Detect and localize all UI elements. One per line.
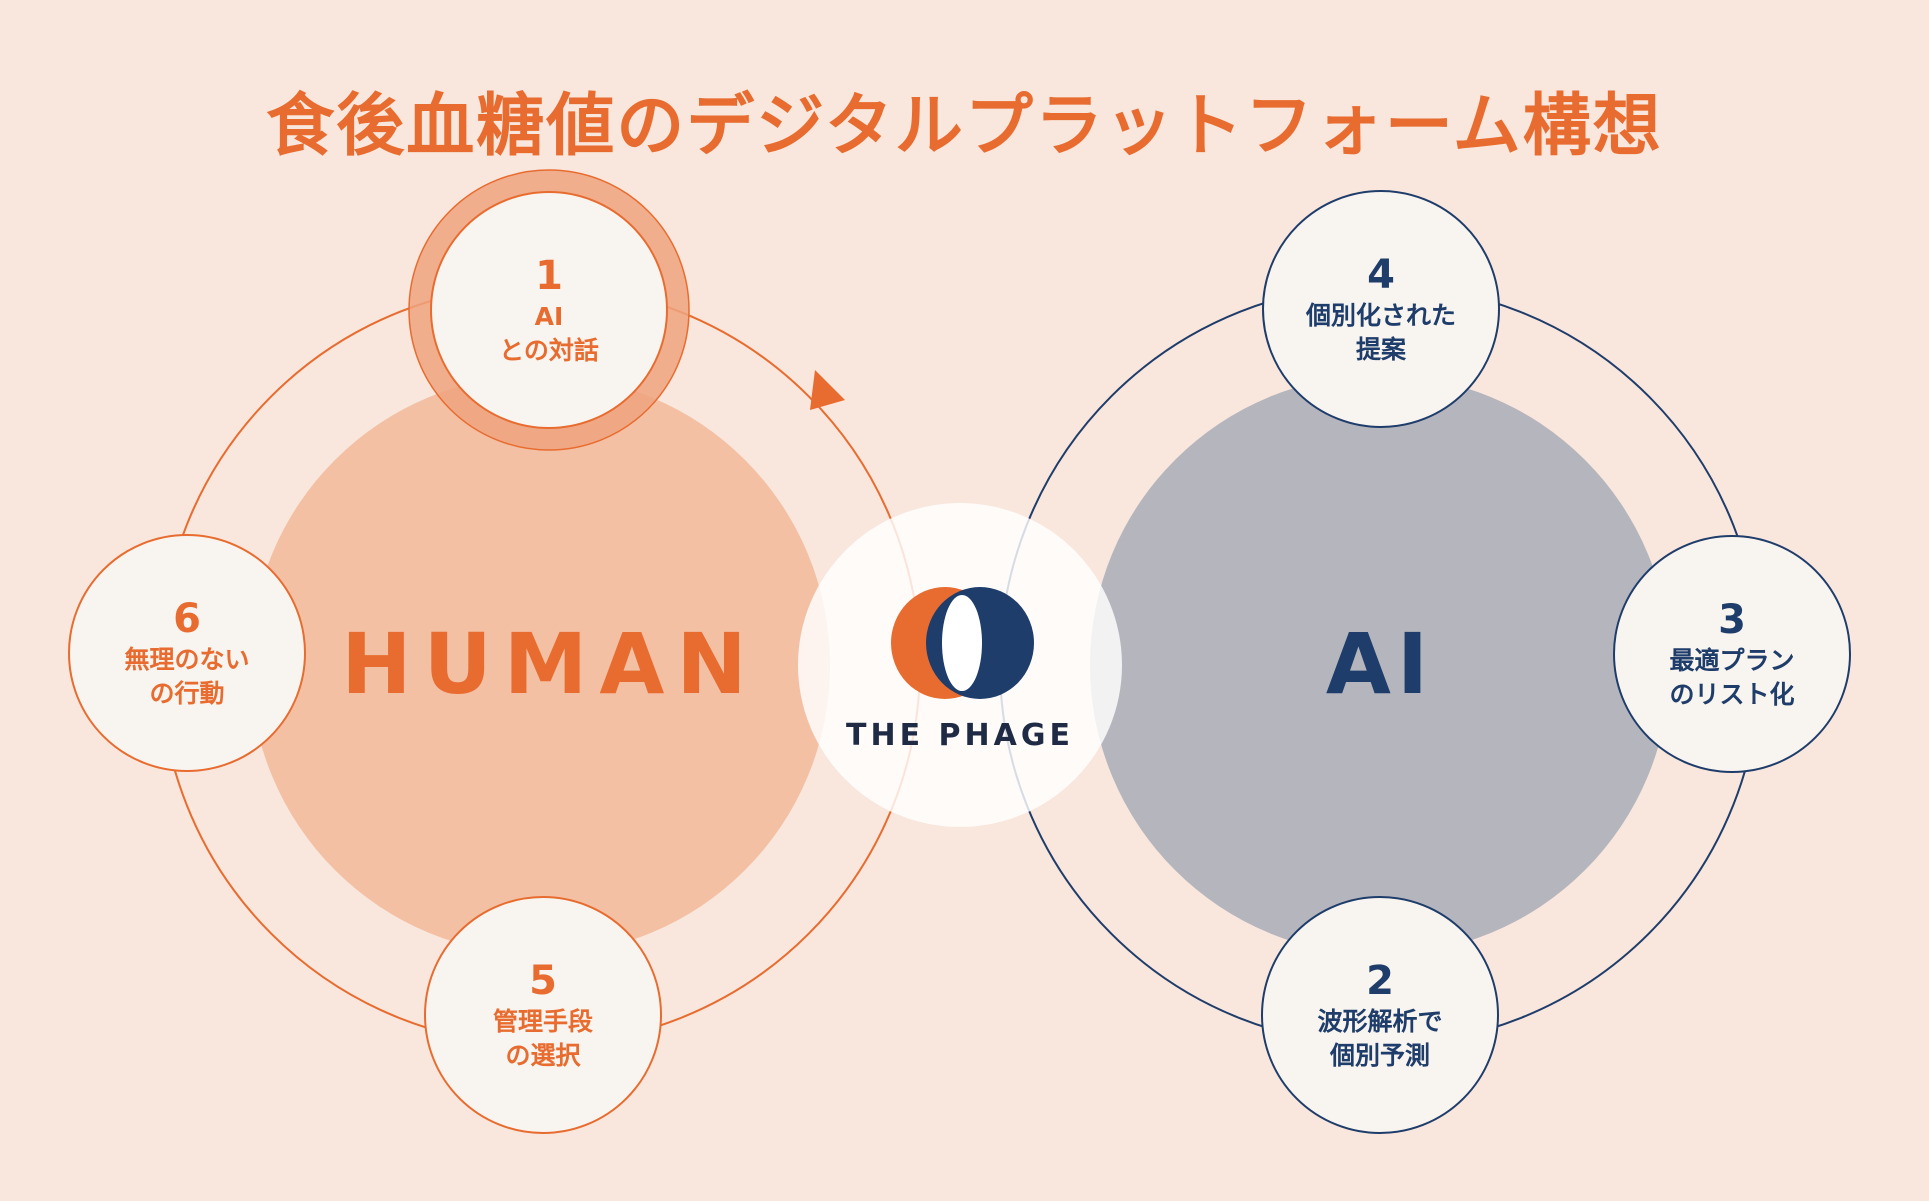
node-1: 1 AI との対話 bbox=[431, 192, 667, 428]
node-3-line-1: 最適プラン bbox=[1669, 646, 1795, 675]
node-3-circle bbox=[1613, 535, 1851, 773]
node-2-line-1: 波形解析で bbox=[1317, 1007, 1443, 1036]
node-4-line-1: 個別化された bbox=[1305, 301, 1456, 330]
node-6-number: 6 bbox=[173, 596, 201, 642]
node-1-number: 1 bbox=[535, 253, 563, 299]
node-1-line-2: との対話 bbox=[499, 336, 599, 365]
ai-label: AI bbox=[1325, 615, 1435, 713]
node-6: 6 無理のない の行動 bbox=[69, 535, 305, 771]
node-6-line-1: 無理のない bbox=[124, 645, 250, 674]
human-fill-circle bbox=[250, 375, 830, 955]
ai-fill-circle bbox=[1090, 375, 1670, 955]
node-5-circle bbox=[424, 896, 662, 1134]
node-4-number: 4 bbox=[1367, 252, 1395, 298]
node-5-number: 5 bbox=[529, 958, 557, 1004]
node-6-circle bbox=[68, 534, 306, 772]
human-label: HUMAN bbox=[341, 615, 759, 713]
node-2: 2 波形解析で 個別予測 bbox=[1262, 897, 1498, 1133]
node-1-line-1: AI bbox=[534, 302, 564, 331]
node-4: 4 個別化された 提案 bbox=[1263, 191, 1499, 427]
node-5-line-2: の選択 bbox=[505, 1041, 581, 1070]
node-4-line-2: 提案 bbox=[1355, 335, 1406, 364]
node-5: 5 管理手段 の選択 bbox=[425, 897, 661, 1133]
node-2-line-2: 個別予測 bbox=[1329, 1041, 1430, 1070]
page-title: 食後血糖値のデジタルプラットフォーム構想 bbox=[266, 87, 1663, 166]
node-3: 3 最適プラン のリスト化 bbox=[1614, 536, 1850, 772]
phage-logo-icon bbox=[891, 587, 1034, 699]
node-2-circle bbox=[1261, 896, 1499, 1134]
brand-name: THE PHAGE bbox=[846, 718, 1074, 753]
node-5-line-1: 管理手段 bbox=[492, 1007, 593, 1036]
node-3-line-2: のリスト化 bbox=[1669, 680, 1795, 709]
node-3-number: 3 bbox=[1718, 597, 1746, 643]
node-1-circle bbox=[430, 191, 668, 429]
node-6-line-2: の行動 bbox=[149, 679, 225, 708]
flow-arrow bbox=[810, 370, 845, 410]
node-2-number: 2 bbox=[1366, 958, 1394, 1004]
node-4-circle bbox=[1262, 190, 1500, 428]
